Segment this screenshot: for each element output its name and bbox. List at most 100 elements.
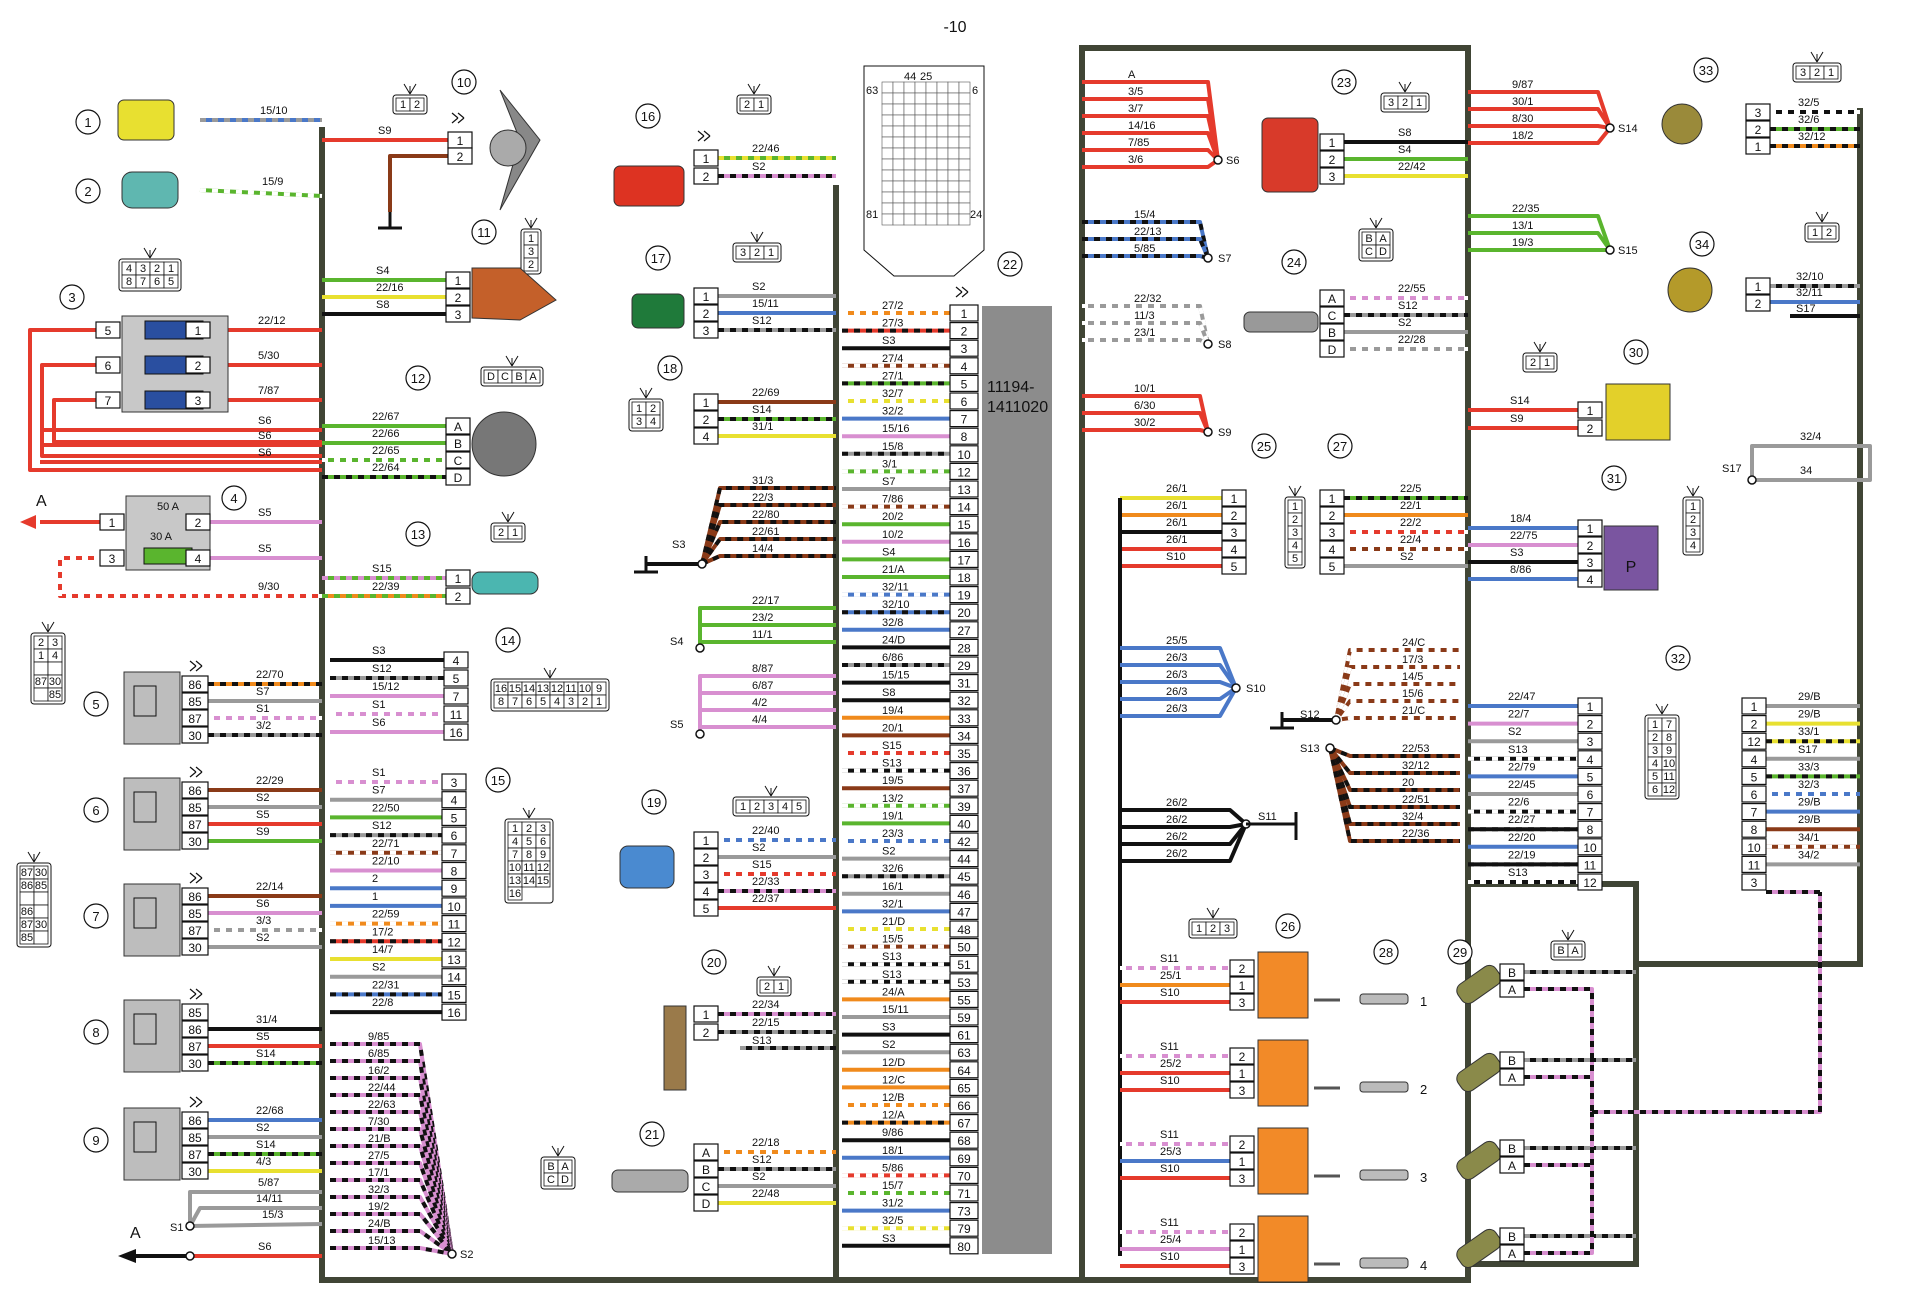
connector-cell (773, 979, 789, 994)
coil-wire-label: S10 (1160, 987, 1180, 999)
comp17-pin (693, 304, 719, 322)
comp15-pin-label: 13 (447, 953, 461, 967)
relay-terminal-label: 86 (188, 678, 202, 692)
ecu-connector-cell (881, 180, 894, 193)
ecu-conn-63: 63 (866, 85, 878, 97)
comp15-pin-label: 11 (448, 918, 461, 932)
connector-cell (1375, 244, 1391, 259)
comp14-pin (443, 669, 469, 687)
connector-cell (645, 414, 661, 429)
ecu-pin-label: 15 (957, 518, 971, 532)
s10-wire (1120, 646, 1238, 689)
connector-cell-label: 1 (1828, 67, 1834, 79)
right-strip-pin-label: 1 (1751, 700, 1758, 714)
ecu-connector-cell (881, 202, 894, 215)
ecu-connector-cell (892, 114, 905, 127)
ecu-pin-label: 6 (961, 395, 968, 409)
ecu-pin-label: 34 (957, 729, 971, 743)
comp21-body (611, 1169, 689, 1193)
ecu-pin (949, 427, 979, 445)
ecu-wire-label: S3 (882, 1233, 895, 1245)
ecu-connector-cell (936, 202, 949, 215)
connector-cell-label: 2 (754, 247, 760, 259)
connector-cell-label: D (1379, 246, 1387, 258)
s11-wire (1120, 823, 1248, 863)
right-strip-pin-label: 5 (1751, 770, 1758, 784)
ecu-connector-cell (958, 92, 971, 105)
connector-mark (27, 851, 41, 863)
comp12-body (471, 411, 537, 477)
relay-wire-label: S14 (256, 1048, 276, 1060)
ecu-pin-label: 40 (957, 817, 971, 831)
ecu-wire-label: 21/A (882, 564, 905, 576)
ecu-connector-cell (914, 202, 927, 215)
connector-cell-label: 3 (1224, 923, 1230, 935)
relay-terminal (181, 1162, 209, 1180)
s9-wire (1082, 394, 1210, 433)
comp17-label: S12 (752, 315, 772, 327)
injector-body (1456, 964, 1502, 1004)
splice-label: S6 (1226, 155, 1239, 167)
page-mark: -10 (943, 19, 966, 36)
s7-wire-stripe (1082, 220, 1210, 259)
connector-cell-label: 1 (596, 696, 602, 708)
connector-cell-label: 1 (38, 650, 44, 662)
ecu-connector-cell (914, 81, 927, 94)
connector-cell-label: 87 (21, 919, 33, 931)
ecu-pin (949, 867, 979, 885)
connector-mark (41, 621, 55, 633)
comp27-label: S2 (1400, 551, 1413, 563)
s1-label: 14/11 (256, 1193, 283, 1205)
connector-cell (33, 904, 49, 919)
ecu-wire-label: S4 (882, 546, 895, 558)
sensor-1-body (117, 99, 175, 141)
s2-wire-stripe (330, 1161, 454, 1255)
comp15-label: 22/59 (372, 909, 400, 921)
connector-mark (1288, 485, 1302, 497)
relay-wire-label: 3/3 (256, 915, 271, 927)
ecu-conn-44: 44 (904, 71, 916, 83)
connector-mark (505, 355, 519, 367)
coil-pin-label: 1 (1239, 979, 1246, 993)
comp27-pin (1319, 489, 1345, 507)
s6-label: 3/5 (1128, 86, 1143, 98)
ecu-pin-label: 53 (957, 976, 971, 990)
comp31-pin-label: 4 (1587, 573, 1594, 587)
bottom-s6-label: S6 (258, 1241, 271, 1253)
comp32-pin-label: 12 (1583, 876, 1597, 890)
comp15-pin-label: 5 (451, 811, 458, 825)
s2-label: 21/B (368, 1133, 391, 1145)
ecu-connector-cell (903, 191, 916, 204)
s2-wire-stripe (330, 1144, 454, 1255)
fuse4-pin-3 (99, 549, 125, 567)
s13-wire (1328, 746, 1460, 775)
injector-pin-label: B (1508, 966, 1516, 980)
comp25-pin-label: 1 (1231, 492, 1238, 506)
ecu-wire-label: 32/8 (882, 617, 903, 629)
comp23-pin-label: 3 (1329, 170, 1336, 184)
ecu-connector-cell (958, 158, 971, 171)
ecu-connector-cell (925, 169, 938, 182)
relay-terminal-label: 87 (188, 1148, 202, 1162)
s4-label: 23/2 (752, 612, 773, 624)
s3-label: 31/3 (752, 475, 773, 487)
callout-number: 9 (92, 1133, 99, 1148)
connector-cell-label: 2 (1690, 514, 1696, 526)
comp23-label: S8 (1398, 127, 1411, 139)
s10-label: 25/5 (1166, 635, 1187, 647)
ecu-connector-cell (925, 81, 938, 94)
coil-wire-label: S10 (1160, 1075, 1180, 1087)
relay-terminal-label: 30 (188, 835, 202, 849)
callout-number: 33 (1699, 63, 1713, 78)
s14-label: 30/1 (1512, 96, 1533, 108)
comp18-pin (693, 427, 719, 445)
comp30-label: S9 (1510, 413, 1523, 425)
ecu-pin-label: 44 (957, 853, 971, 867)
s13-wire-stripe (1328, 747, 1460, 809)
comp13-pin (445, 587, 471, 605)
s13-label: 32/12 (1402, 760, 1430, 772)
connector-cell (33, 891, 49, 906)
connector-cell-label: 8 (1666, 732, 1672, 744)
comp25-pin-label: 3 (1231, 526, 1238, 540)
ecu-pin-label: 31 (957, 677, 971, 691)
